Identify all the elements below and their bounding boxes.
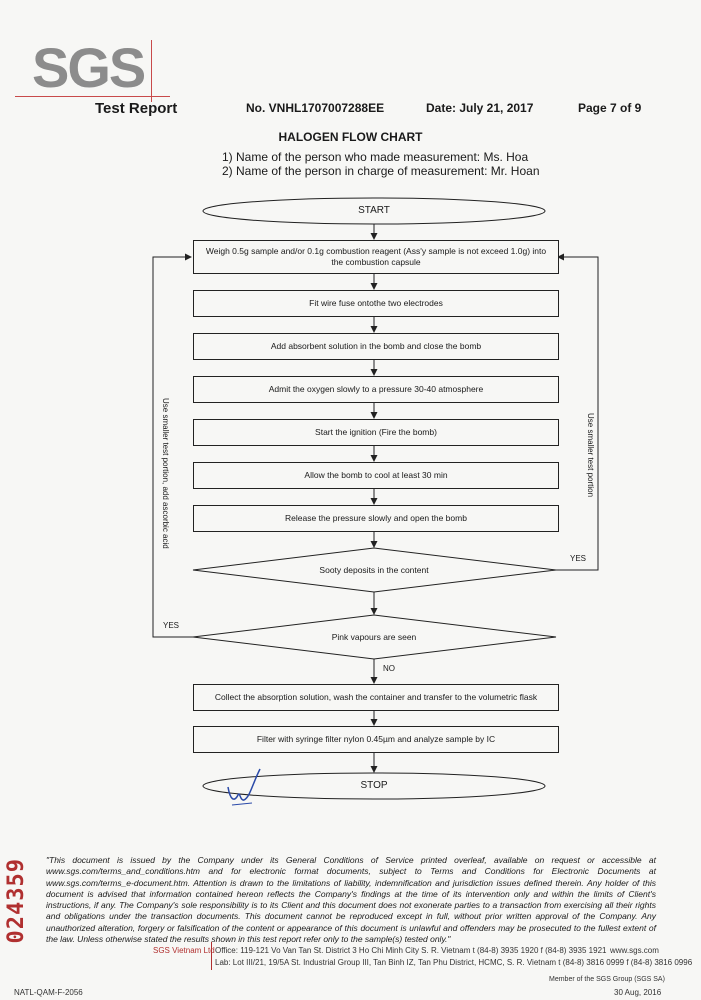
- chart-title: HALOGEN FLOW CHART: [278, 130, 423, 144]
- footer-lab: Lab: Lot III/21, 19/5A St. Industrial Gr…: [215, 958, 693, 967]
- footer-company: SGS Vietnam Ltd: [153, 946, 215, 955]
- report-title: Test Report: [95, 100, 178, 117]
- form-code: NATL-QAM-F-2056: [14, 988, 83, 997]
- footer-office: Office: 119-121 Vo Van Tan St. District …: [215, 946, 607, 955]
- signature: [227, 768, 261, 806]
- person-in-charge: 2) Name of the person in charge of measu…: [222, 164, 540, 178]
- step-start-ignition: Start the ignition (Fire the bomb): [193, 419, 559, 446]
- stop-terminal: [202, 772, 546, 800]
- step-weigh-line2: the combustion capsule: [331, 257, 421, 267]
- step-weigh-sample: Weigh 0.5g sample and/or 0.1g combustion…: [193, 240, 559, 274]
- left-loop-label: Use smaller test portion, add ascorbic a…: [161, 398, 170, 549]
- stop-label: STOP: [360, 780, 388, 791]
- person-measured: 1) Name of the person who made measureme…: [222, 150, 529, 164]
- sgs-logo: SGS: [32, 36, 146, 99]
- step-collect-solution: Collect the absorption solution, wash th…: [193, 684, 559, 711]
- decision-pink-label: Pink vapours are seen: [331, 632, 417, 642]
- yes-right-label: YES: [570, 554, 587, 563]
- form-date: 30 Aug, 2016: [614, 988, 662, 997]
- document-serial-number: 024359: [4, 858, 29, 944]
- no-label: NO: [383, 664, 395, 673]
- decision-pink: [192, 614, 557, 660]
- right-loop-label: Use smaller test portion: [586, 413, 595, 498]
- report-number: No. VNHL1707007288EE: [246, 101, 385, 115]
- page-number: Page 7 of 9: [578, 101, 642, 115]
- step-cool-bomb: Allow the bomb to cool at least 30 min: [193, 462, 559, 489]
- yes-left-label: YES: [163, 621, 180, 630]
- decision-sooty-label: Sooty deposits in the content: [319, 565, 429, 575]
- step-filter-analyze: Filter with syringe filter nylon 0.45µm …: [193, 726, 559, 753]
- footer-divider: [211, 942, 212, 970]
- step-release-pressure: Release the pressure slowly and open the…: [193, 505, 559, 532]
- footer-member: Member of the SGS Group (SGS SA): [549, 976, 665, 983]
- step-add-absorbent: Add absorbent solution in the bomb and c…: [193, 333, 559, 360]
- report-date: Date: July 21, 2017: [426, 101, 534, 115]
- step-weigh-line1: Weigh 0.5g sample and/or 0.1g combustion…: [205, 245, 547, 256]
- logo-divider-horizontal: [15, 96, 170, 97]
- step-admit-oxygen: Admit the oxygen slowly to a pressure 30…: [193, 376, 559, 403]
- start-label: START: [358, 205, 390, 216]
- legal-disclaimer: "This document is issued by the Company …: [46, 855, 656, 945]
- footer-website: www.sgs.com: [610, 946, 659, 955]
- step-fit-wire: Fit wire fuse ontothe two electrodes: [193, 290, 559, 317]
- logo-divider-vertical: [151, 40, 152, 102]
